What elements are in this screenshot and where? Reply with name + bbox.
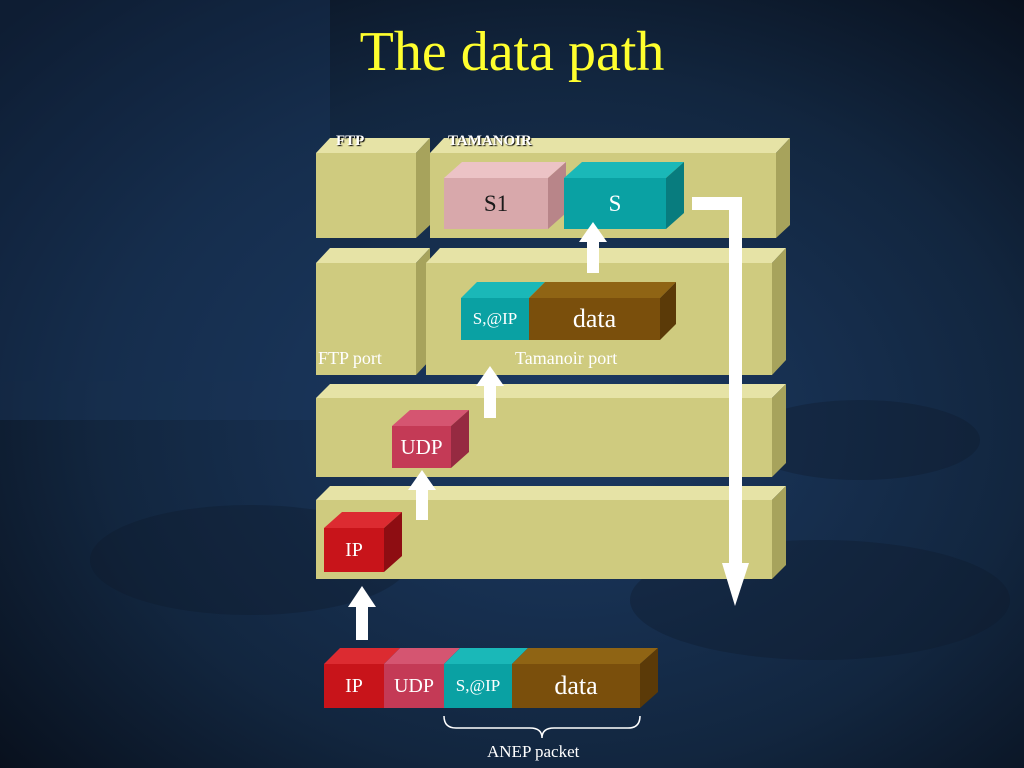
tamanoir-port-label: Tamanoir port (515, 348, 618, 368)
tamanoir-layer-label: TAMANOIR (448, 133, 532, 149)
s-label: S (608, 190, 622, 216)
arrow-up-into-port (476, 366, 504, 418)
packet-sip-label: S,@IP (455, 676, 501, 695)
packet-udp-label: UDP (393, 674, 434, 697)
block-udp (392, 410, 469, 468)
output-arrow (692, 197, 749, 606)
anep-packet-label: ANEP packet (487, 742, 580, 761)
arrow-up-into-ip (348, 586, 376, 640)
arrow-up-into-s (579, 222, 607, 273)
block-data-upper (529, 282, 676, 340)
background-decor (0, 0, 330, 420)
anep-brace (443, 715, 641, 739)
sip-upper-label: S,@IP (472, 309, 518, 328)
udp-label: UDP (400, 434, 443, 459)
block-s1 (444, 162, 566, 229)
ftp-layer-label: FTP (336, 133, 365, 149)
anep-packet-shape (324, 648, 658, 708)
slide-title: The data path (359, 21, 665, 83)
arrow-up-into-udp (408, 470, 436, 520)
ftp-port-label: FTP port (318, 348, 382, 368)
ip-label: IP (345, 538, 363, 561)
packet-data-label: data (554, 671, 598, 700)
transport-layer (316, 384, 786, 477)
packet-ip-label: IP (345, 674, 363, 697)
block-sip-upper (461, 282, 545, 340)
block-s (564, 162, 684, 229)
data-upper-label: data (572, 304, 617, 333)
block-ip (324, 512, 402, 572)
up-arrows (348, 222, 607, 640)
s1-label: S1 (483, 190, 509, 216)
